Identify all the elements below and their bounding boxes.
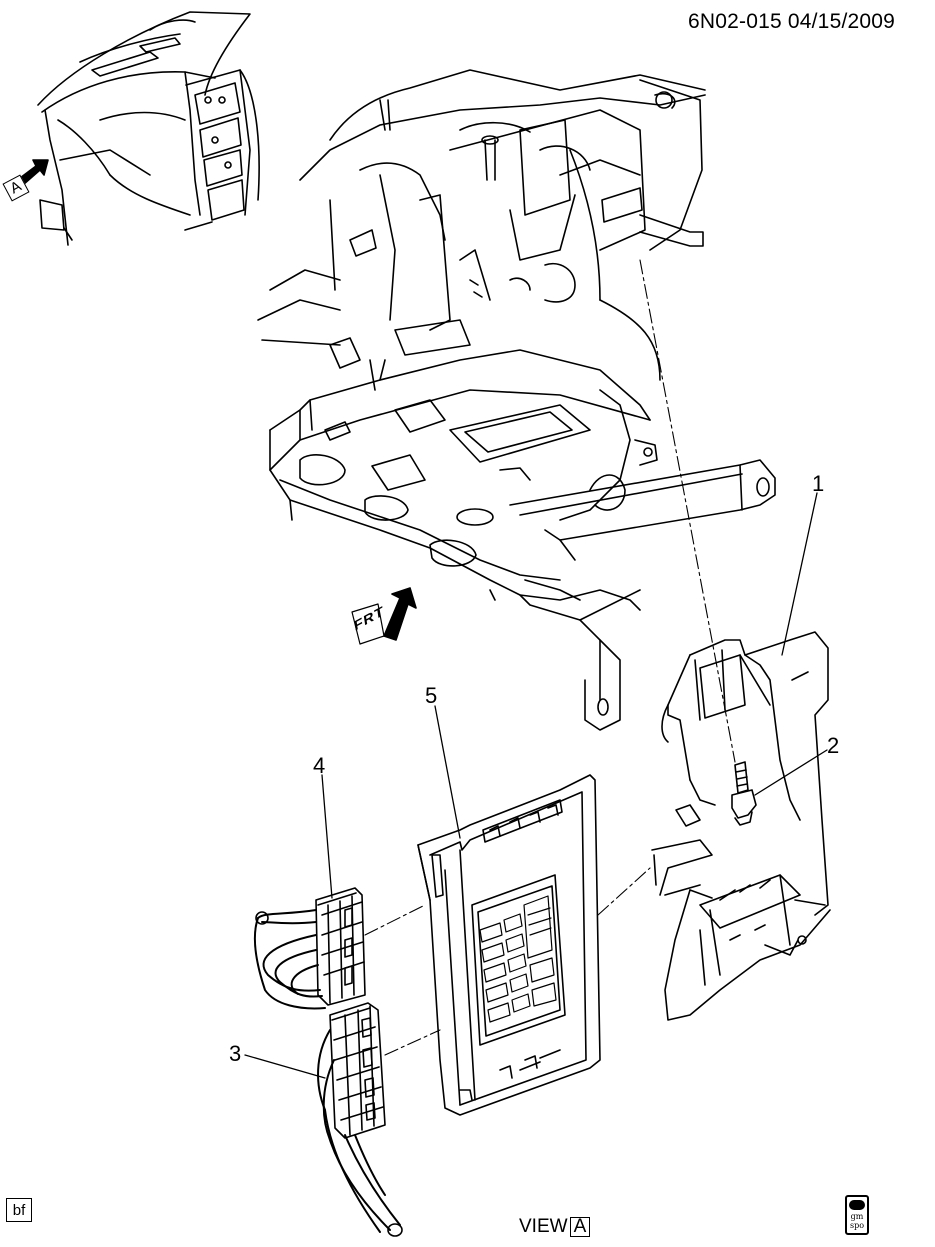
callout-2: 2 xyxy=(827,733,840,758)
logo-text-bottom: spo xyxy=(849,1221,865,1230)
part-5-control-module xyxy=(417,774,601,1116)
view-caption-prefix: VIEW xyxy=(519,1216,568,1237)
center-lines xyxy=(364,259,736,1056)
dashboard-inset xyxy=(37,11,260,246)
part-4-connector-harness xyxy=(253,887,366,1010)
view-arrow-icon xyxy=(19,159,49,185)
front-direction-arrow-icon xyxy=(383,587,417,641)
bf-badge: bf xyxy=(6,1198,32,1222)
leader-lines xyxy=(244,492,828,1079)
part-3-connector-harness xyxy=(317,1002,403,1237)
part-1-bracket xyxy=(651,631,831,1021)
logo-text-top: gm xyxy=(850,1212,864,1221)
callout-3: 3 xyxy=(229,1041,242,1066)
mounting-structure xyxy=(257,69,776,731)
document-date: 04/15/2009 xyxy=(787,10,895,33)
callout-5: 5 xyxy=(425,683,438,708)
callout-1: 1 xyxy=(812,471,825,496)
gm-spo-logo: gm spo xyxy=(845,1195,869,1235)
document-number: 6N02-015 xyxy=(688,10,782,33)
callout-4: 4 xyxy=(313,753,326,778)
view-caption-letter: A xyxy=(569,1217,591,1237)
part-2-bolt xyxy=(731,761,757,826)
document-id: 6N02-015 04/15/2009 xyxy=(688,10,895,34)
